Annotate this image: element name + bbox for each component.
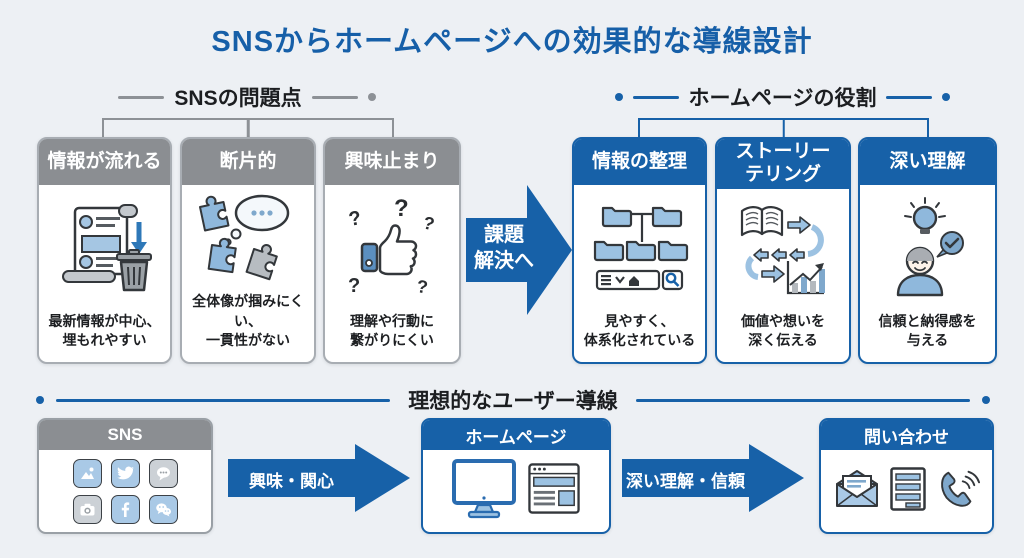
decorative-dot xyxy=(982,396,990,404)
decorative-line xyxy=(118,95,165,99)
decorative-line xyxy=(632,95,679,99)
homepage-roles-heading: ホームページの役割 xyxy=(688,87,877,110)
flow-step-contact: 問い合わせ xyxy=(819,418,994,534)
folder-structure-search-icon xyxy=(574,185,705,312)
problem-card-header: 興味止まり xyxy=(325,139,459,185)
role-card-text: 見やすく、 体系化されている xyxy=(583,312,696,349)
homepage-connector-bracket xyxy=(638,118,929,139)
problem-card-interest-stops: 興味止まり ? ? ? ? ? 理解や行動に 繋がりにくい xyxy=(323,137,461,364)
problem-card-text: 理解や行動に 繋がりにくい xyxy=(350,312,434,349)
decorative-dot xyxy=(367,93,376,101)
decorative-dot xyxy=(36,396,44,404)
decorative-dot xyxy=(614,93,623,101)
flow-step-homepage: ホームページ xyxy=(421,418,611,534)
svg-text:?: ? xyxy=(394,196,409,222)
flow-arrow-label: 深い理解・信頼 xyxy=(626,472,745,491)
twitter-icon xyxy=(110,458,140,488)
user-flow-heading: 理想的なユーザー導線 xyxy=(408,390,618,413)
problem-card-header: 断片的 xyxy=(182,139,314,185)
role-card-header: 情報の整理 xyxy=(574,139,705,185)
problem-card-text: 全体像が掴みにくい、 一貫性がない xyxy=(192,293,304,349)
chat-icon xyxy=(148,458,178,488)
person-insight-icon xyxy=(860,185,995,312)
role-card-text: 価値や想いを 深く伝える xyxy=(741,312,825,349)
homepage-roles-heading-row: ホームページの役割 xyxy=(572,84,993,110)
problem-card-text: 最新情報が中心、 埋もれやすい xyxy=(48,312,161,349)
problem-card-flowing-info: 情報が流れる 最新情 xyxy=(37,137,172,364)
svg-text:?: ? xyxy=(348,275,360,297)
transition-arrow xyxy=(466,185,572,315)
problem-card-fragmented: 断片的 全体像が掴みにくい、 一貫性がない xyxy=(180,137,316,364)
decorative-line xyxy=(635,398,970,402)
email-icon xyxy=(834,469,880,514)
flow-step-sns: SNS xyxy=(37,418,213,534)
decorative-dot xyxy=(942,93,951,101)
news-feed-trash-icon xyxy=(39,185,170,312)
flow-arrow-trust xyxy=(622,444,804,512)
role-card-storytelling: ストーリー テリング xyxy=(715,137,851,364)
thumbs-up-questions-icon: ? ? ? ? ? xyxy=(325,185,459,312)
sns-problems-heading-row: SNSの問題点 xyxy=(37,84,457,110)
photo-icon xyxy=(72,458,102,488)
sns-problems-heading: SNSの問題点 xyxy=(174,87,302,110)
page-title: SNSからホームページへの効果的な導線設計 xyxy=(211,26,813,58)
role-card-text: 信頼と納得感を 与える xyxy=(878,312,977,349)
flow-arrow-label: 興味・関心 xyxy=(249,472,334,491)
role-card-header: 深い理解 xyxy=(860,139,995,185)
flow-arrow-interest xyxy=(228,444,410,512)
phone-icon xyxy=(936,468,980,515)
wechat-icon xyxy=(148,494,178,524)
monitor-icon xyxy=(452,458,516,524)
webpage-icon xyxy=(528,462,580,520)
user-flow-heading-row: 理想的なユーザー導線 xyxy=(36,385,990,415)
svg-text:?: ? xyxy=(347,208,363,232)
facebook-icon xyxy=(110,494,140,524)
storytelling-flow-icon xyxy=(717,189,849,312)
transition-arrow-label: 課題 解決へ xyxy=(474,224,534,272)
role-card-organize-info: 情報の整理 xyxy=(572,137,707,364)
form-icon xyxy=(889,466,926,516)
flow-step-label: 問い合わせ xyxy=(821,420,992,450)
svg-text:?: ? xyxy=(415,277,429,298)
flow-step-label: ホームページ xyxy=(423,420,609,450)
decorative-line xyxy=(886,95,933,99)
sns-icon-grid xyxy=(72,458,178,524)
camera-icon xyxy=(72,494,102,524)
role-card-header: ストーリー テリング xyxy=(717,139,849,189)
decorative-line xyxy=(311,95,358,99)
sns-connector-bracket xyxy=(102,118,394,139)
puzzle-pieces-icon xyxy=(182,185,314,292)
problem-card-header: 情報が流れる xyxy=(39,139,170,185)
decorative-line xyxy=(56,398,391,402)
flow-step-label: SNS xyxy=(39,420,211,450)
svg-text:?: ? xyxy=(421,213,437,235)
role-card-deep-understanding: 深い理解 信頼と納得感を 与える xyxy=(858,137,997,364)
